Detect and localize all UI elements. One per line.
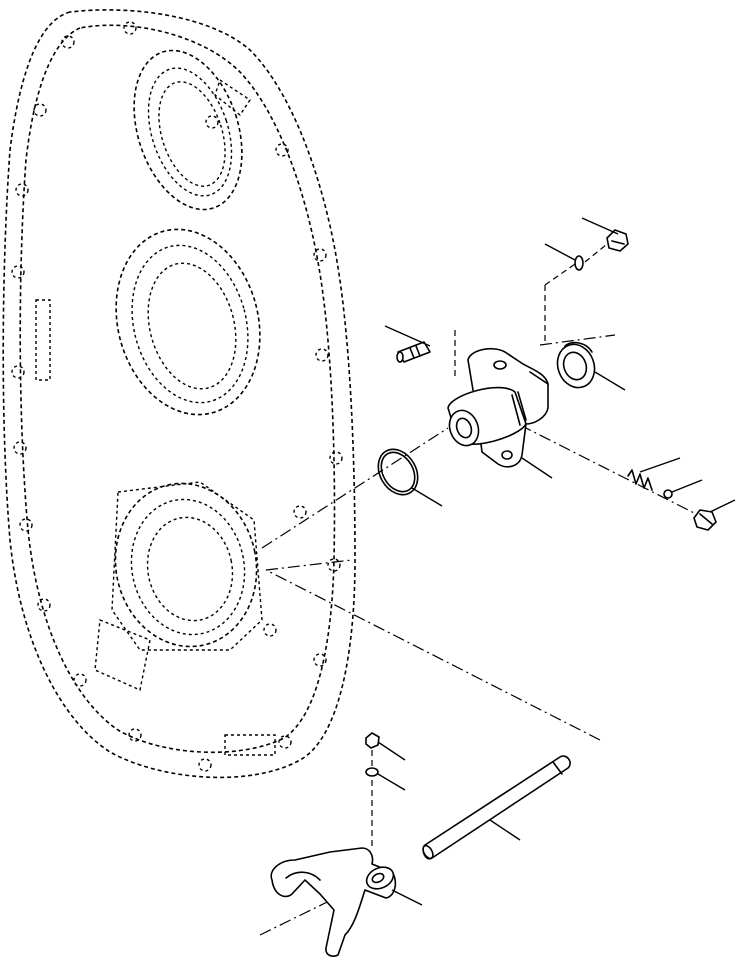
transmission-case-cover [2,9,356,779]
shift-fork [270,847,423,957]
assembly-center-lines [259,239,713,936]
o-ring [377,448,443,507]
plug [693,499,736,531]
shift-rod [422,755,571,860]
bolt-top [581,217,629,252]
washer-top [544,243,584,271]
shift-housing [447,348,553,479]
fork-bolt [365,732,406,761]
oil-seal [556,341,626,391]
guide-pin [384,325,431,363]
ball [663,479,703,499]
spring [627,457,681,491]
fork-washer [365,767,406,791]
